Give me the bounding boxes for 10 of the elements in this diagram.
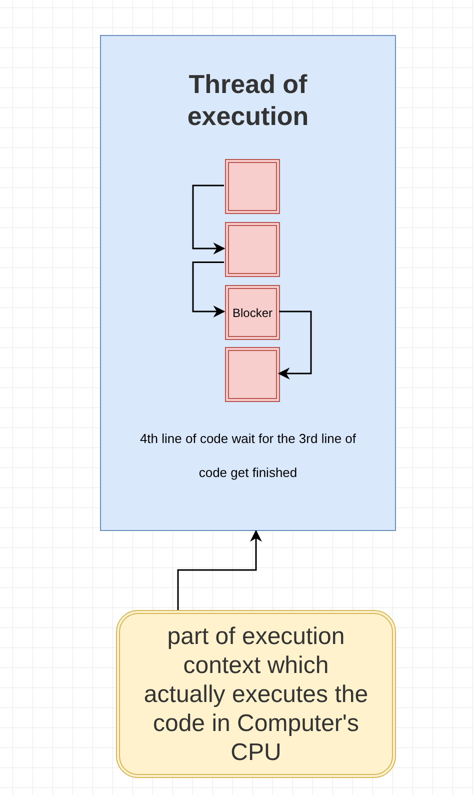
callout-text: part of execution context which actually executes the code in Computer's CPU (142, 622, 370, 766)
panel-title: Thread of execution (186, 68, 310, 132)
thread-panel (100, 35, 396, 531)
arrow (192, 184, 226, 254)
arrow (177, 530, 262, 610)
callout-box (116, 610, 396, 778)
panel-note: 4th line of code wait for the 3rd line of code get finished (138, 430, 358, 482)
box-label: Blocker (232, 304, 272, 322)
arrow (192, 262, 226, 318)
arrow (278, 310, 312, 380)
